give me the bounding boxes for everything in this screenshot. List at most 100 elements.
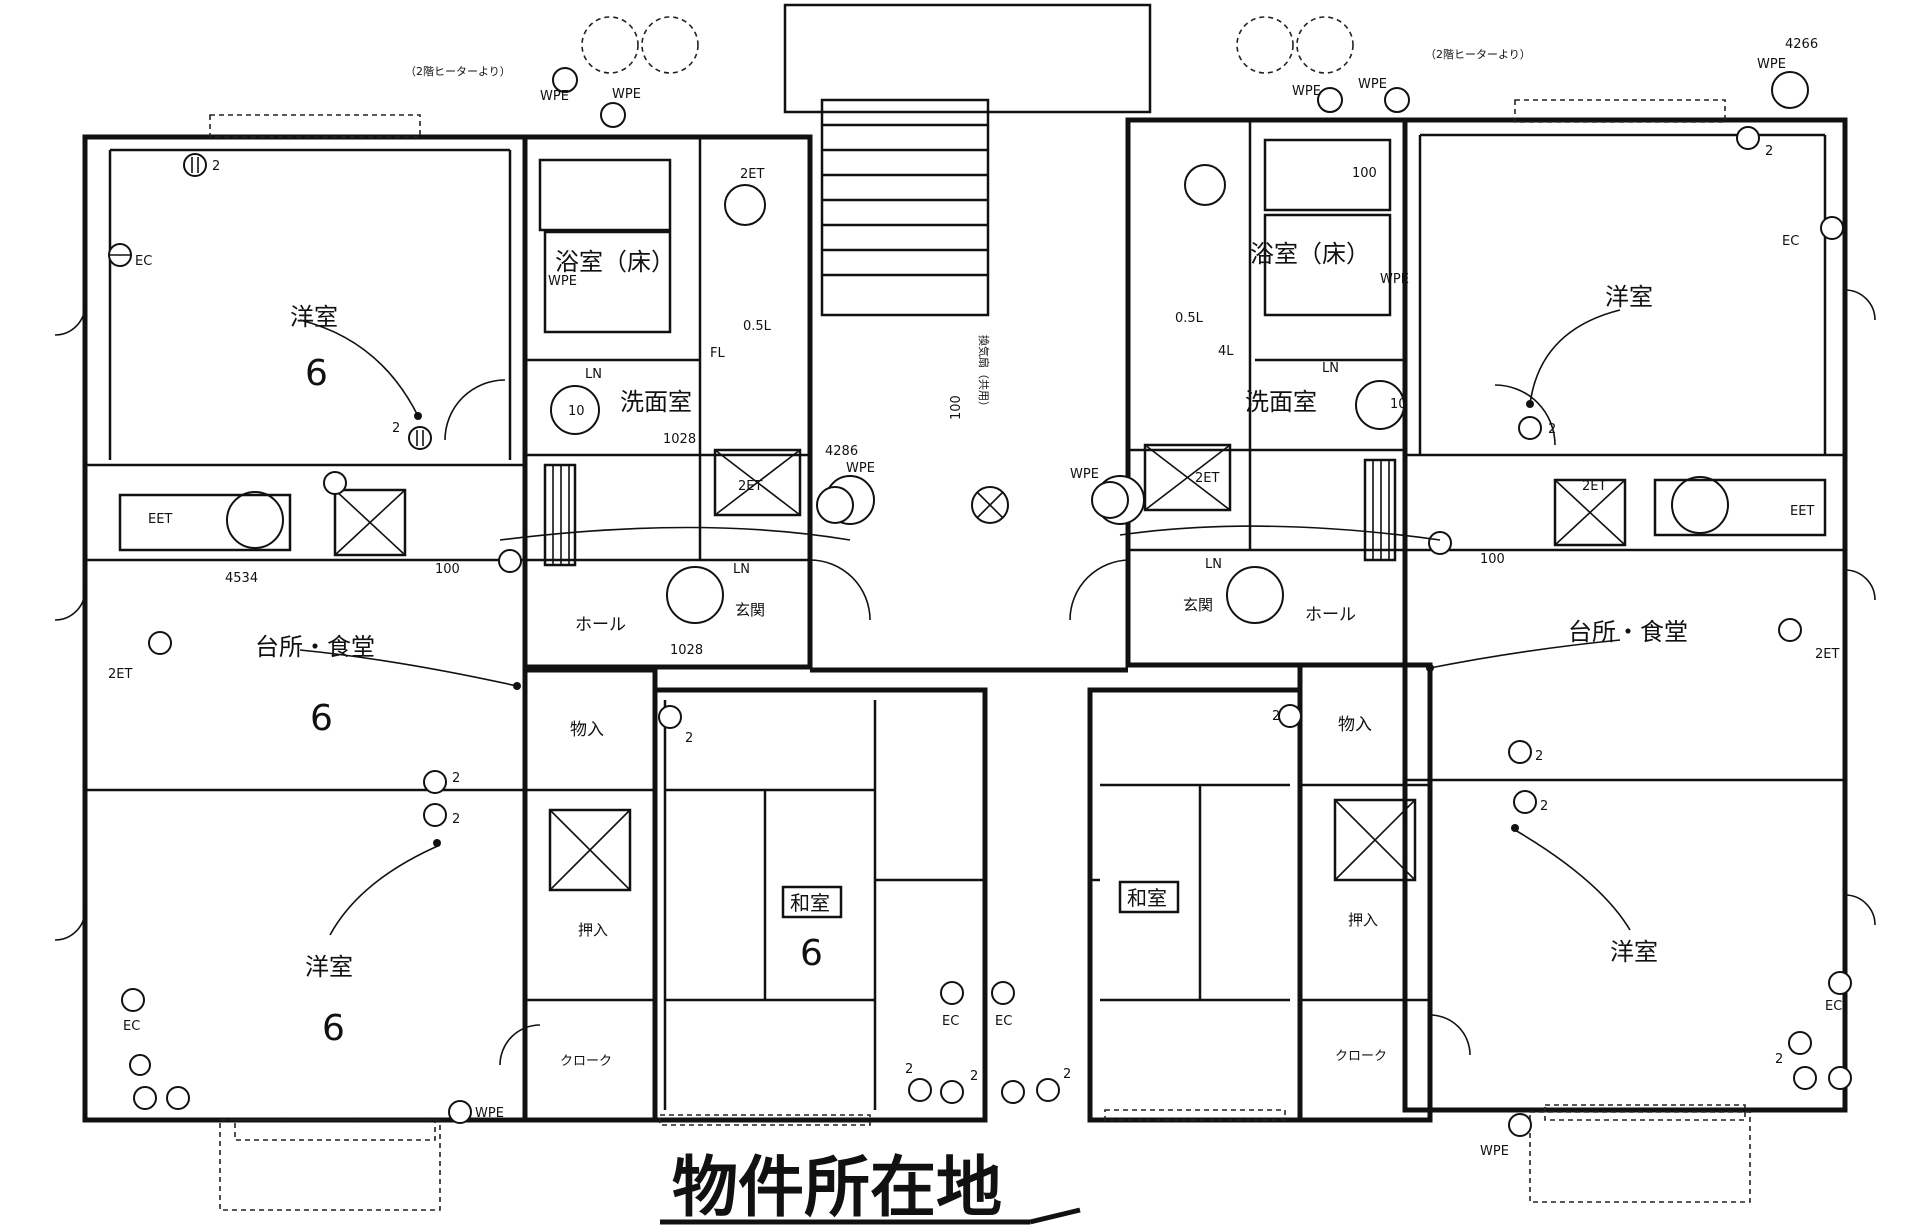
page-title: 物件所在地 [672, 1148, 1002, 1226]
left-n1028b: 1028 [670, 643, 703, 658]
left-wpe-1: WPE [540, 89, 569, 104]
left-wpe-2: WPE [612, 87, 641, 102]
right-kitchen-label: 台所・食堂 [1568, 618, 1688, 646]
center-n100: 100 [949, 395, 964, 420]
left-oshiire-label: 押入 [578, 921, 608, 939]
right-bedroom-top-label: 洋室 [1605, 283, 1653, 311]
left-ec-2: EC [123, 1019, 140, 1034]
left-closet-label: 物入 [570, 720, 604, 740]
left-c2f: 2 [905, 1062, 913, 1077]
right-wpe-2: WPE [1292, 84, 1321, 99]
right-eet: EET [1790, 504, 1814, 519]
left-hall-label: ホール [575, 615, 626, 635]
left-eet: EET [148, 512, 172, 527]
right-fl: 4L [1218, 344, 1234, 359]
left-c2e: 2 [685, 731, 693, 746]
right-unit-labels: 洋室 台所・食堂 洋室 洗面室 浴室（床） ホール 玄関 物入 押入 クローク … [1070, 37, 1842, 1159]
right-zet-2: 2ET [1195, 471, 1219, 486]
center-ec-1: EC [942, 1014, 959, 1029]
right-closet-label: 物入 [1338, 715, 1372, 735]
left-washroom-label: 洗面室 [620, 388, 692, 416]
left-wpe-3: WPE [548, 274, 577, 289]
left-bath-label: 浴室（床） [555, 248, 675, 276]
center-c2a: 2 [970, 1069, 978, 1084]
left-washitsu-label-box [781, 885, 843, 919]
left-washitsu-size: 6 [800, 933, 823, 974]
right-c2c: 2 [1535, 749, 1543, 764]
left-unit-walls [82, 134, 988, 1123]
dashed-outlines [209, 99, 1751, 1211]
left-bedroom-bottom-label: 洋室 [305, 953, 353, 981]
right-ln: LN [1322, 361, 1339, 376]
right-washroom-label: 洗面室 [1245, 388, 1317, 416]
right-d5l: 0.5L [1175, 311, 1204, 326]
left-bedroom-top-size: 6 [305, 353, 328, 394]
left-wpe-bottom: WPE [475, 1106, 504, 1121]
left-ln: LN [585, 367, 602, 382]
right-c2e: 2 [1775, 1052, 1783, 1067]
left-bedroom-top-label: 洋室 [290, 303, 338, 331]
right-c2f: 2 [1272, 709, 1280, 724]
right-oshiire-label: 押入 [1348, 911, 1378, 929]
right-closet-bottom-label: クローク [1335, 1049, 1387, 1064]
stair-note: 換気扇（共用） [977, 335, 991, 412]
right-washitsu-label-box [1118, 880, 1180, 914]
left-entrance-label: 玄関 [735, 601, 765, 619]
outlets [108, 67, 1852, 1137]
right-hall-label: ホール [1305, 605, 1356, 625]
left-n10: 10 [568, 404, 585, 419]
left-zet-2: 2ET [738, 479, 762, 494]
right-entrance-label: 玄関 [1183, 596, 1213, 614]
right-wpe-3: WPE [1358, 77, 1387, 92]
right-wpe-4: WPE [1380, 272, 1409, 287]
left-washitsu-label: 和室 [790, 891, 830, 915]
left-kitchen-label: 台所・食堂 [255, 633, 375, 661]
hatches [333, 443, 1627, 892]
right-n10: 10 [1390, 397, 1407, 412]
right-ln2: LN [1205, 557, 1222, 572]
title-block: 物件所在地 [660, 1148, 1081, 1226]
right-ec-1: EC [1782, 234, 1799, 249]
left-c2c: 2 [452, 771, 460, 786]
center-c2b: 2 [1063, 1067, 1071, 1082]
right-bath-label: 浴室（床） [1250, 240, 1370, 268]
right-c2b: 2 [1548, 422, 1556, 437]
left-closet-bottom-label: クローク [560, 1054, 612, 1069]
right-wpe-bottom: WPE [1480, 1144, 1509, 1159]
left-n100: 100 [435, 562, 460, 577]
left-water-note: （2階ヒーターより） [405, 64, 511, 78]
left-ec-1: EC [135, 254, 152, 269]
left-zet-3: 2ET [740, 167, 764, 182]
right-bedroom-bottom-label: 洋室 [1610, 938, 1658, 966]
left-n4534: 4534 [225, 571, 258, 586]
right-n4266: 4266 [1785, 37, 1818, 52]
left-d5l: 0.5L [743, 319, 772, 334]
right-wpe-1: WPE [1757, 57, 1786, 72]
right-washitsu-label: 和室 [1127, 886, 1167, 910]
right-zet-3: 2ET [1582, 479, 1606, 494]
left-c2b: 2 [392, 421, 400, 436]
center-ec-2: EC [995, 1014, 1012, 1029]
left-fl: FL [710, 346, 725, 361]
right-n100: 100 [1480, 552, 1505, 567]
left-unit-labels: 洋室 6 台所・食堂 6 洋室 6 洗面室 浴室（床） ホール 玄関 物入 押入… [108, 64, 913, 1121]
center-labels: 換気扇（共用） 100 EC EC 2 2 [942, 335, 1071, 1084]
right-water-note: （2階ヒーターより） [1425, 47, 1531, 61]
right-c2d: 2 [1540, 799, 1548, 814]
left-ln2: LN [733, 562, 750, 577]
right-wpe-5: WPE [1070, 467, 1099, 482]
left-bedroom-bottom-size: 6 [322, 1008, 345, 1049]
left-n1028: 1028 [663, 432, 696, 447]
left-c2a: 2 [212, 159, 220, 174]
left-n4286: 4286 [825, 444, 858, 459]
center-walls [783, 3, 1152, 1120]
left-zet: 2ET [108, 667, 132, 682]
left-c2d: 2 [452, 812, 460, 827]
left-wpe-4: WPE [846, 461, 875, 476]
doors [54, 289, 1876, 1066]
left-kitchen-size: 6 [310, 698, 333, 739]
right-zet: 2ET [1815, 647, 1839, 662]
trees [581, 16, 1354, 74]
right-n100b: 100 [1352, 166, 1377, 181]
